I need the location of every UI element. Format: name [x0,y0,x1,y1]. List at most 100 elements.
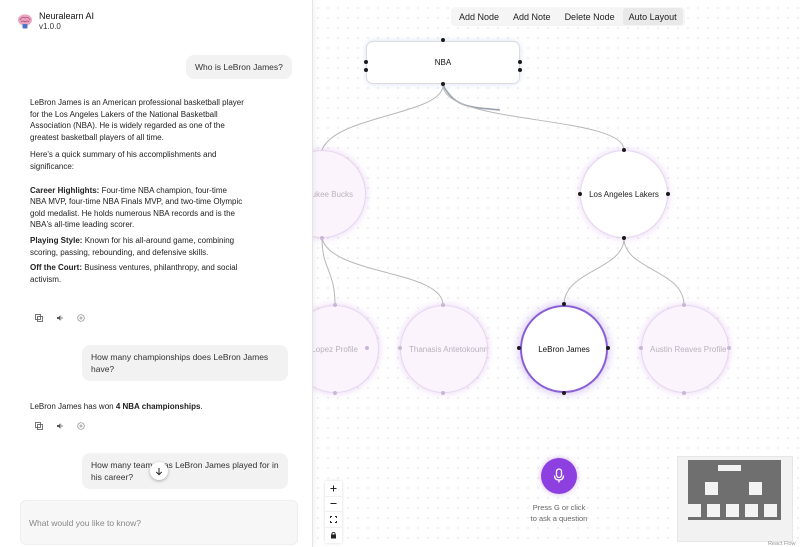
node-handle[interactable] [398,346,402,350]
ai-message-intro: LeBron James is an American professional… [30,98,244,142]
lock-button[interactable] [325,528,342,544]
node-handle[interactable] [682,391,686,395]
ai-answer-bold: 4 NBA championships [115,402,201,411]
edge-nba-lakers-a [442,84,501,111]
node-handle[interactable] [518,68,522,72]
voice-hint: Press G or click to ask a question [521,502,597,524]
node-handle[interactable] [518,60,522,64]
minimap-node [749,482,762,495]
add-to-graph-icon[interactable] [76,421,85,430]
minus-icon [330,503,337,505]
user-message-text: Who is LeBron James? [195,62,283,72]
playing-style: Playing Style: Known for his all-around … [30,235,235,257]
graph-toolbar: Add Node Add Note Delete Node Auto Layou… [451,7,685,26]
microphone-icon [553,468,565,483]
edge-bucks-lopez [321,237,336,306]
zoom-controls [325,481,342,543]
node-handle[interactable] [364,68,368,72]
react-flow-attribution[interactable]: React Flow [768,541,796,547]
minimap[interactable] [677,456,793,542]
zoom-in-button[interactable] [325,481,342,497]
node-handle[interactable] [622,148,626,152]
minimap-node [705,482,718,495]
auto-layout-button[interactable]: Auto Layout [622,8,683,25]
node-los-angeles-lakers[interactable]: Los Angeles Lakers [580,150,668,238]
add-note-button[interactable]: Add Note [507,8,557,25]
node-handle[interactable] [666,192,670,196]
chat-input[interactable] [20,500,298,545]
node-handle[interactable] [606,346,610,350]
add-node-button[interactable]: Add Node [453,8,506,25]
minimap-node [745,504,758,517]
message-actions [34,313,85,322]
node-austin-reaves[interactable]: Austin Reaves Profile [641,305,729,393]
brand-header: Neuralearn AI v1.0.0 [17,11,94,32]
node-handle[interactable] [441,391,445,395]
minimap-node [707,504,720,517]
node-handle[interactable] [578,192,582,196]
edge-lakers-reaves [623,237,685,306]
add-to-graph-icon[interactable] [76,313,85,322]
fit-view-button[interactable] [325,512,342,528]
off-the-court: Off the Court: Business ventures, philan… [30,263,238,284]
edge-lakers-lebron [563,237,625,306]
ai-message: LeBron James is an American professional… [30,97,245,289]
user-message: How many championships does LeBron James… [82,345,288,381]
edge-nba-lakers [442,84,625,151]
node-brook-lopez-label: Brook Lopez Profile [291,344,358,354]
brain-logo-icon [18,14,32,29]
ai-answer-suffix: . [200,402,203,411]
chat-sidebar: Neuralearn AI v1.0.0 Who is LeBron James… [0,0,313,547]
minimap-node [726,504,739,517]
copy-icon[interactable] [34,421,43,430]
node-thanasis-antetokounmpo-label: Thanasis Antetokounmpo [409,344,487,354]
node-handle[interactable] [320,236,324,240]
node-nba[interactable]: NBA [366,41,520,84]
edge-nba-bucks [321,84,444,151]
node-handle[interactable] [639,346,643,350]
copy-icon[interactable] [34,313,43,322]
edge-bucks-thanasis [321,237,444,306]
career-highlights: Career Highlights: Four-time NBA champio… [30,185,243,230]
node-handle[interactable] [441,303,445,307]
user-message: Who is LeBron James? [186,55,292,79]
zoom-out-button[interactable] [325,497,342,512]
app-name: Neuralearn AI [39,11,95,21]
node-los-angeles-lakers-label: Los Angeles Lakers [589,189,659,199]
node-thanasis-antetokounmpo[interactable]: Thanasis Antetokounmpo [400,305,488,393]
node-handle[interactable] [622,236,626,240]
voice-hint-line: Press G or click [532,503,586,512]
fit-view-icon [330,515,337,523]
node-handle[interactable] [441,38,445,42]
node-handle[interactable] [333,303,337,307]
node-handle[interactable] [727,346,731,350]
speaker-icon[interactable] [55,313,64,322]
node-lebron-james[interactable]: LeBron James [520,305,608,393]
user-message: How many teams has LeBron James played f… [82,453,288,489]
node-nba-label: NBA [434,58,452,67]
node-lebron-james-label: LeBron James [538,344,590,354]
node-handle[interactable] [364,60,368,64]
arrow-down-icon [155,467,163,475]
node-austin-reaves-label: Austin Reaves Profile [650,344,727,354]
voice-hint-line: to ask a question [530,514,588,523]
app-version: v1.0.0 [39,22,61,31]
node-handle[interactable] [682,303,686,307]
message-actions [34,421,85,430]
user-message-text: How many championships does LeBron James… [91,352,269,374]
scroll-to-bottom-button[interactable] [150,462,168,480]
node-milwaukee-bucks-label: Milwaukee Bucks [291,189,353,199]
speaker-icon[interactable] [55,421,64,430]
user-message-text: How many teams has LeBron James played f… [91,460,279,482]
voice-input-button[interactable] [541,458,577,494]
plus-icon [330,485,337,492]
node-handle[interactable] [517,346,521,350]
node-handle[interactable] [562,302,566,306]
node-handle[interactable] [562,391,566,395]
lock-icon [331,532,336,539]
node-handle[interactable] [441,82,445,86]
node-handle[interactable] [365,346,369,350]
node-handle[interactable] [333,391,337,395]
delete-node-button[interactable]: Delete Node [558,8,621,25]
